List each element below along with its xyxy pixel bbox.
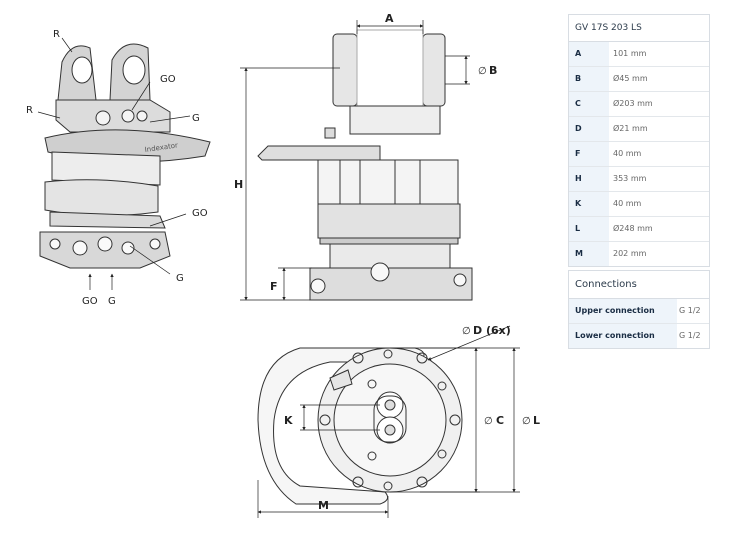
dim-a-label: A [385, 12, 394, 25]
dim-d-diameter-symbol: ∅ [462, 326, 471, 337]
label-go-bottom: GO [82, 296, 98, 307]
connection-value: G 1/2 [679, 306, 701, 315]
spec-key: C [569, 92, 609, 116]
spec-key: L [569, 217, 609, 241]
dim-h-label: H [234, 178, 243, 191]
connections-table-title: Connections [569, 271, 709, 299]
spec-row: K 40 mm [569, 192, 709, 217]
spec-key: F [569, 142, 609, 166]
label-go-top: GO [160, 74, 176, 85]
technical-drawing: Indexator R R GO G GO G GO G [26, 12, 540, 518]
spec-value: 202 mm [613, 249, 647, 258]
label-g-top: G [192, 113, 200, 124]
spec-key: H [569, 167, 609, 191]
isometric-leaders [37, 37, 191, 290]
spec-row: M 202 mm [569, 242, 709, 266]
spec-row: A 101 mm [569, 42, 709, 67]
dim-b-diameter-symbol: ∅ [478, 66, 487, 77]
dim-l-label: L [533, 414, 540, 427]
spec-row: L Ø248 mm [569, 217, 709, 242]
top-view [257, 347, 463, 505]
spec-value: 40 mm [613, 199, 642, 208]
label-g-bottom: G [176, 273, 184, 284]
spec-row: F 40 mm [569, 142, 709, 167]
isometric-rotator-render: Indexator [39, 43, 211, 269]
spec-key: M [569, 242, 609, 266]
connection-value: G 1/2 [679, 331, 701, 340]
spec-key: D [569, 117, 609, 141]
dim-c-label: C [496, 414, 504, 427]
dim-c-diameter-symbol: ∅ [484, 416, 493, 427]
spec-key: K [569, 192, 609, 216]
spec-value: 101 mm [613, 49, 647, 58]
dim-f-label: F [270, 280, 278, 293]
spec-key: A [569, 42, 609, 66]
connection-key: Upper connection [569, 299, 677, 323]
spec-value: Ø45 mm [613, 74, 648, 83]
spec-value: Ø203 mm [613, 99, 653, 108]
label-g-lower: G [108, 296, 116, 307]
dim-k-label: K [284, 414, 293, 427]
label-r-top: R [53, 29, 60, 40]
label-r-left: R [26, 105, 33, 116]
spec-value: Ø248 mm [613, 224, 653, 233]
dim-m-label: M [318, 499, 329, 512]
spec-value: Ø21 mm [613, 124, 648, 133]
dim-l-diameter-symbol: ∅ [522, 416, 531, 427]
connection-key: Lower connection [569, 324, 677, 348]
spec-value: 40 mm [613, 149, 642, 158]
side-dimensions [240, 20, 470, 301]
spec-row: B Ø45 mm [569, 67, 709, 92]
spec-value: 353 mm [613, 174, 647, 183]
spec-row: D Ø21 mm [569, 117, 709, 142]
spec-key: B [569, 67, 609, 91]
top-dimensions [257, 325, 520, 518]
label-go-mid: GO [192, 208, 208, 219]
dim-d-label: D (6x) [473, 324, 511, 337]
dim-b-label: B [489, 64, 497, 77]
drawing-svg: Indexator R R GO G GO G GO G [26, 12, 540, 518]
spec-row: C Ø203 mm [569, 92, 709, 117]
spec-table-title: GV 17S 203 LS [569, 15, 709, 42]
spec-row: H 353 mm [569, 167, 709, 192]
spec-table: GV 17S 203 LS A 101 mm B Ø45 mm C Ø203 mm D… [568, 14, 710, 267]
side-elevation-view [257, 29, 473, 301]
